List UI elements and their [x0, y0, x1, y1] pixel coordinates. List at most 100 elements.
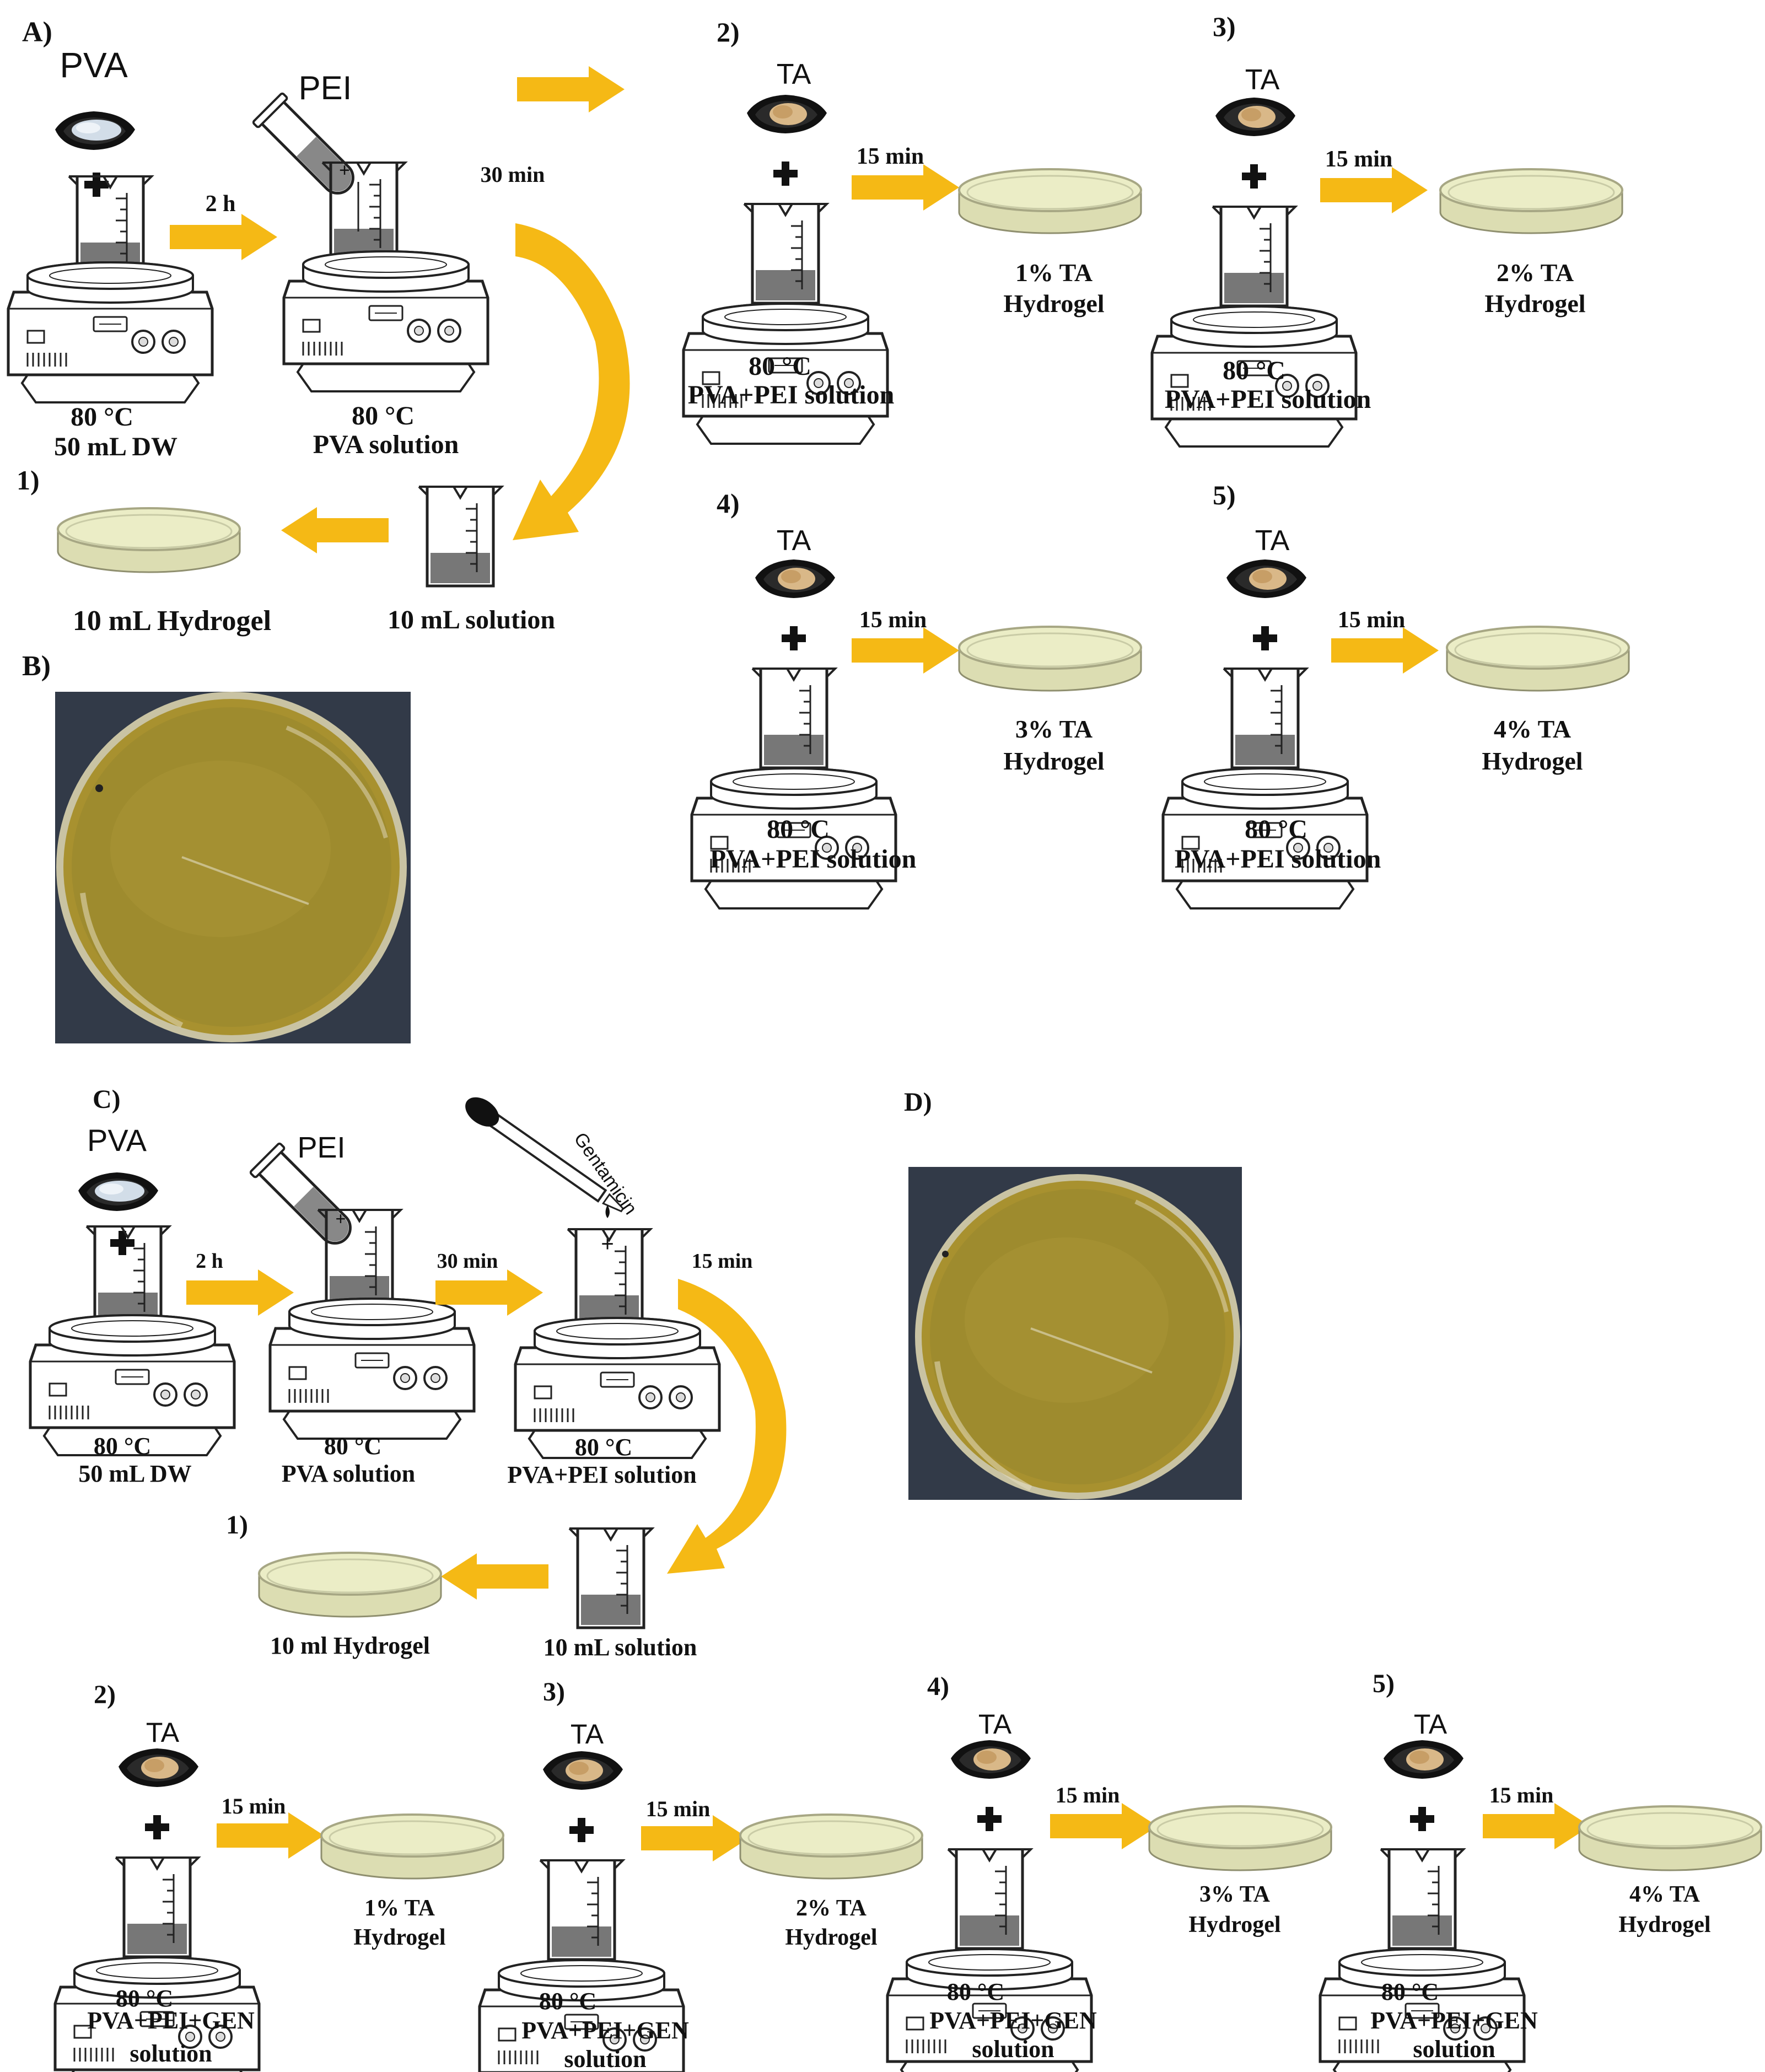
petri-dish	[1148, 1805, 1332, 1871]
plus-small: +	[336, 1209, 346, 1229]
petri-dish	[1578, 1805, 1762, 1871]
ta-label: TA	[777, 525, 811, 557]
time-label: 15 min	[859, 607, 927, 633]
hydrogel-caption: 10 mL Hydrogel	[73, 605, 271, 637]
panel-b-label: B)	[22, 650, 51, 682]
panel-a: A) PVA 80 °C 50 mL DW 2 h PEI + 80 °C PV…	[8, 11, 1630, 908]
arrow-right	[852, 164, 959, 211]
pva-powder-boat	[78, 1172, 158, 1211]
petri-dish	[958, 626, 1142, 692]
result-line1: 4% TA	[1629, 1882, 1701, 1907]
arrow-to-hydrogel	[281, 507, 389, 553]
time-label: 15 min	[646, 1796, 711, 1821]
caption-line1: 80 °C	[767, 815, 830, 844]
step1-number: 1)	[17, 465, 40, 496]
caption-line3: solution	[564, 2046, 646, 2072]
step-number: 3)	[543, 1677, 565, 1707]
beaker-caption: 10 mL solution	[388, 605, 555, 634]
time-label: 15 min	[1489, 1783, 1554, 1807]
arrow-15min-label: 15 min	[692, 1250, 753, 1273]
gen-ta-step-2: 2) TA 15 min 1% TA Hydrogel 80 °C PVA+PE…	[55, 1680, 504, 2072]
petri-dish	[1446, 626, 1630, 692]
gen-ta-step-3: 3) TA 15 min 2% TA Hydrogel 80 °C PVA+PE…	[480, 1677, 923, 2072]
hydrogel-photo	[55, 692, 411, 1043]
arrow-2h	[186, 1269, 294, 1316]
curved-arrow	[513, 223, 630, 540]
ta-label: TA	[146, 1717, 180, 1748]
caption-line3: solution	[1413, 2036, 1495, 2063]
caption-line2: PVA+PEI solution	[710, 844, 917, 874]
hot-plate-stirrer	[270, 1299, 474, 1439]
result-line1: 2% TA	[796, 1896, 867, 1921]
hot-plate-stirrer	[8, 262, 212, 402]
arrow-2h-label: 2 h	[206, 191, 236, 217]
result-line1: 2% TA	[1497, 259, 1574, 287]
step-number: 5)	[1213, 480, 1236, 510]
petri-dish	[1439, 168, 1623, 234]
panel-d-label: D)	[904, 1088, 932, 1117]
arrow-right	[1320, 167, 1428, 213]
caption-line2: PVA+PEI+GEN	[521, 2017, 689, 2044]
arrow-right	[852, 627, 959, 674]
caption-line2: PVA+PEI+GEN	[1370, 2007, 1538, 2034]
step-number: 4)	[927, 1672, 949, 1701]
step-number: 3)	[1213, 11, 1236, 42]
ta-step-5: 5) TA 15 min 4% TA Hydrogel 80 °C PVA+PE…	[1163, 480, 1630, 908]
caption-line3: solution	[972, 2036, 1054, 2063]
pva-label: PVA	[60, 45, 128, 85]
time-label: 15 min	[857, 144, 924, 169]
step1-number: 1)	[226, 1510, 248, 1540]
pei-label: PEI	[297, 1131, 345, 1164]
arrow-right	[641, 1815, 749, 1861]
pei-label: PEI	[299, 69, 352, 106]
arrow-2h-label: 2 h	[196, 1250, 223, 1273]
result-line1: 1% TA	[1015, 259, 1093, 287]
panel-d: D)	[904, 1088, 1242, 1500]
caption-line1: 80 °C	[1381, 1978, 1439, 2005]
petri-dish	[958, 168, 1142, 234]
caption-line2: PVA+PEI+GEN	[929, 2007, 1097, 2034]
stirrer1-temp: 80 °C	[94, 1433, 151, 1460]
panel-c: C) PVA 80 °C 50 mL DW 2 h PEI + 80 °C PV…	[30, 1085, 1762, 2072]
stirrer2-solution: PVA solution	[313, 430, 459, 459]
arrow-to-ta-steps	[517, 66, 625, 112]
beaker-icon	[69, 176, 152, 276]
result-line2: Hydrogel	[1482, 747, 1583, 775]
ta-label: TA	[1255, 525, 1290, 557]
step-number: 5)	[1373, 1669, 1395, 1698]
arrow-30min-label: 30 min	[481, 162, 545, 187]
beaker-10ml	[419, 487, 502, 586]
petri-dish	[320, 1813, 504, 1880]
stirrer3-temp: 80 °C	[575, 1434, 632, 1461]
caption-line2: PVA+PEI+GEN	[87, 2007, 255, 2034]
result-line1: 3% TA	[1199, 1882, 1271, 1907]
panel-a-label: A)	[22, 17, 52, 48]
time-label: 15 min	[1325, 147, 1393, 172]
caption-line1: 80 °C	[1245, 815, 1307, 844]
result-line2: Hydrogel	[1484, 289, 1585, 317]
time-label: 15 min	[1056, 1783, 1120, 1807]
time-label: 15 min	[1338, 607, 1406, 633]
stirrer2-solution: PVA solution	[282, 1460, 416, 1487]
ta-step-3: 3) TA 15 min 2% TA Hydrogel 80 °C PVA+PE…	[1152, 11, 1623, 446]
result-line2: Hydrogel	[1188, 1912, 1280, 1938]
ta-step-4: 4) TA 15 min 3% TA Hydrogel 80 °C PVA+PE…	[692, 488, 1142, 908]
pei-test-tube	[252, 93, 363, 203]
caption-line2: PVA+PEI solution	[1175, 844, 1381, 874]
hydrogel-caption: 10 ml Hydrogel	[270, 1632, 430, 1659]
arrow-to-hydrogel	[441, 1553, 548, 1600]
arrow-30min-label: 30 min	[437, 1250, 498, 1273]
caption-line1: 80 °C	[116, 1985, 173, 2012]
petri-dish	[739, 1813, 923, 1880]
panel-c-label: C)	[93, 1085, 121, 1114]
ta-step-2: 2) TA 15 min 1% TA Hydrogel 80 °C PVA+PE…	[684, 17, 1142, 444]
stirrer1-volume: 50 mL DW	[54, 432, 177, 461]
stirrer2-temp: 80 °C	[324, 1433, 381, 1460]
ta-label: TA	[571, 1719, 604, 1750]
step-number: 2)	[94, 1680, 116, 1709]
result-line2: Hydrogel	[785, 1925, 877, 1950]
stirrer3-solution: PVA+PEI solution	[507, 1461, 696, 1488]
panel-b: B)	[22, 650, 411, 1043]
caption-line1: 80 °C	[947, 1978, 1004, 2005]
